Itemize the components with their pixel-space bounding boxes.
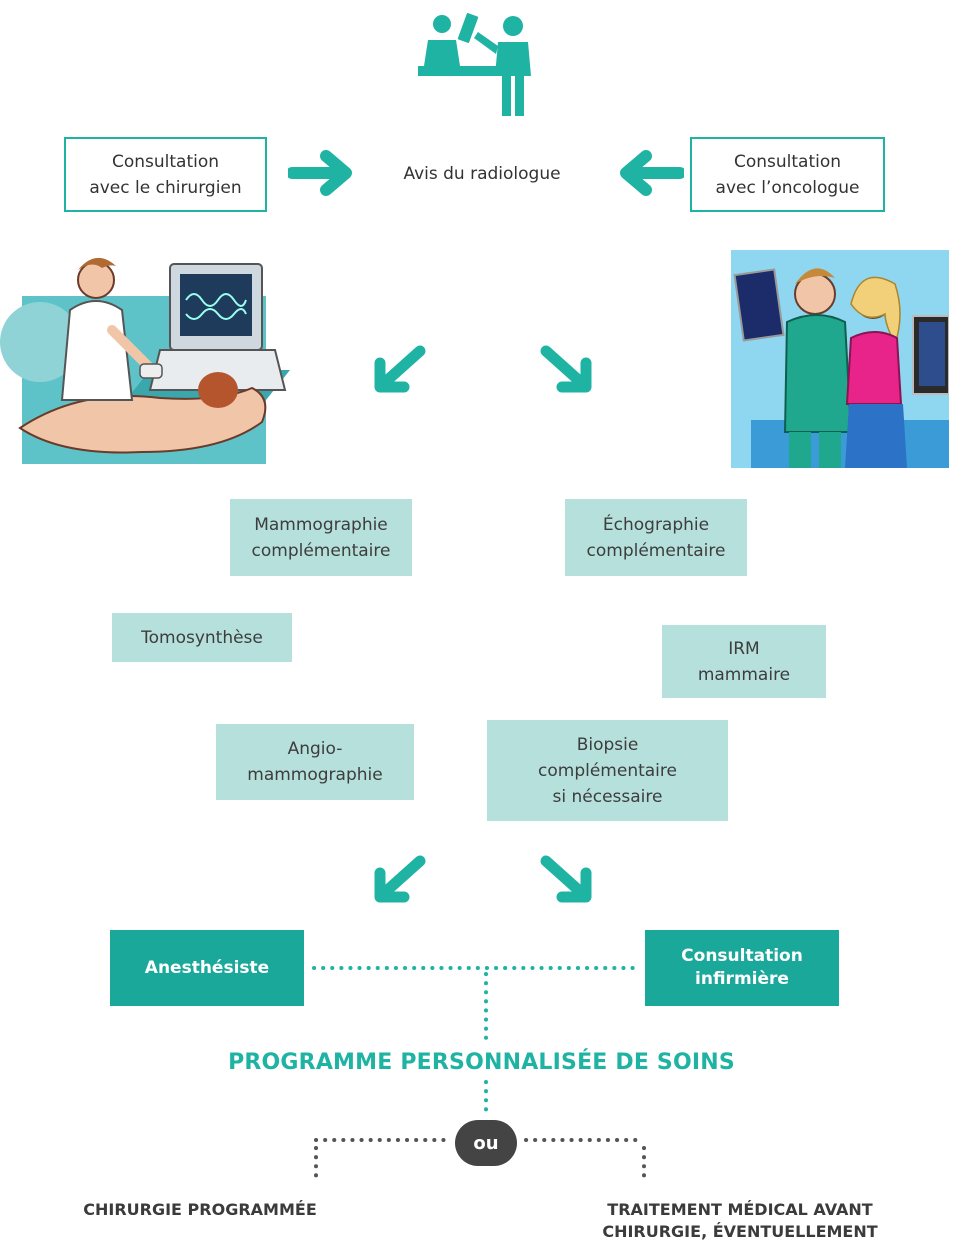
chirurgie-programmee-label: CHIRURGIE PROGRAMMÉE [83, 1200, 317, 1219]
consultation-oncologue-box: Consultation avec l’oncologue [690, 137, 885, 212]
arrow-down-left-icon [374, 855, 426, 903]
ou-badge: ou [455, 1120, 517, 1166]
ultrasound-illustration [0, 257, 290, 464]
anesthesiste-box: Anesthésiste [110, 930, 304, 1006]
avis-radiologue-label: Avis du radiologue [403, 164, 561, 184]
angio-box: Angio- mammographie [216, 724, 414, 800]
arrow-down-right-icon [540, 855, 592, 903]
traitement-medical-label: TRAITEMENT MÉDICAL AVANT CHIRURGIE, ÉVEN… [602, 1200, 878, 1241]
arrow-down-right-icon [540, 345, 592, 393]
consultation-infirmiere-box: Consultation infirmière [645, 930, 839, 1006]
biopsie-box: Biopsie complémentaire si nécessaire [487, 720, 728, 821]
tomosynthese-box: Tomosynthèse [112, 613, 292, 662]
arrow-left-icon [620, 150, 684, 196]
doctors-illustration [731, 250, 949, 468]
irm-box: IRM mammaire [662, 625, 826, 698]
dotted-connectors [312, 966, 646, 1180]
programme-title: PROGRAMME PERSONNALISÉE DE SOINS [228, 1050, 735, 1075]
reception-desk-icon [418, 13, 531, 116]
mammographie-box: Mammographie complémentaire [230, 499, 412, 576]
arrow-down-left-icon [374, 345, 426, 393]
consultation-chirurgien-box: Consultation avec le chirurgien [64, 137, 267, 212]
arrow-right-icon [288, 150, 352, 196]
echographie-box: Échographie complémentaire [565, 499, 747, 576]
